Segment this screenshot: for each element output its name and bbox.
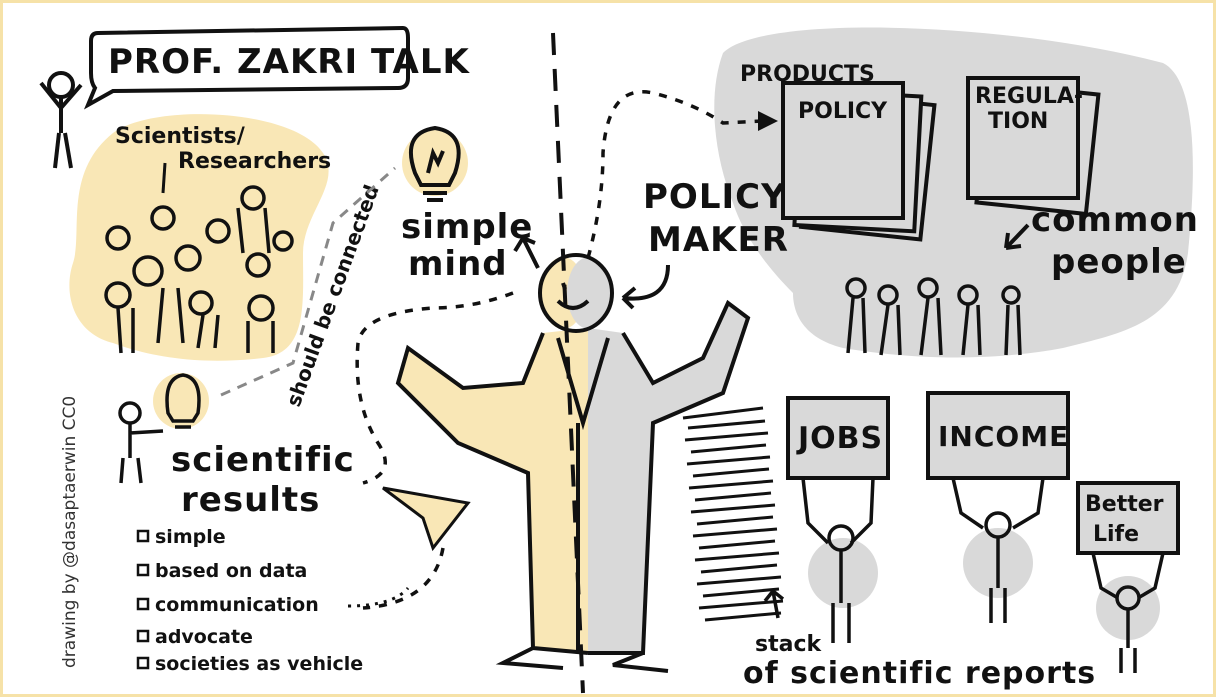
stack-arrow (763, 589, 785, 619)
bullet-item: communication (155, 594, 319, 616)
bullet-marker (136, 563, 150, 577)
jobs-sign-text: JOBS (796, 421, 883, 456)
regulation-doc-line2: TION (988, 109, 1048, 134)
sketchnote-drawing: PROF. ZAKRI TALK Scientists/ Researchers… (39, 25, 1199, 694)
bullet-item: based on data (155, 560, 307, 582)
bullet-list: simple based on data communication advoc… (136, 526, 363, 675)
dotted-trail-plane (355, 291, 514, 485)
sign-holders (801, 477, 1165, 673)
bullet-item: societies as vehicle (155, 653, 363, 675)
stack-label-line2: of scientific reports (743, 656, 1096, 691)
simple-mind-line2: mind (408, 244, 508, 284)
policy-maker-body (395, 299, 751, 673)
better-life-line2: Life (1093, 522, 1139, 547)
jobs-person-glow (808, 538, 878, 608)
presenter-figure (39, 71, 83, 169)
common-people-crowd (845, 277, 1022, 356)
lightbulb-top (409, 125, 461, 202)
title-bubble (83, 25, 410, 110)
common-people-line2: people (1051, 242, 1187, 282)
report-stack (682, 406, 784, 622)
stack-label-line1: stack (755, 632, 822, 657)
scientific-results-line1: scientific (171, 440, 355, 480)
policy-maker-head (513, 236, 614, 333)
man-yellow-half (398, 328, 588, 653)
regulation-document-stack (966, 76, 1101, 217)
common-people-line1: common (1031, 200, 1199, 240)
communication-dotted-link (347, 586, 410, 608)
policy-maker-line1: POLICY (643, 177, 787, 217)
bullet-item: advocate (155, 626, 253, 648)
policy-maker-line2: MAKER (648, 220, 789, 260)
better-life-line1: Better (1085, 492, 1164, 517)
common-people-arrow (1004, 223, 1030, 250)
connection-dashed-arrow (220, 166, 396, 397)
bullet-item: simple (155, 526, 226, 548)
scientists-arrow (161, 162, 167, 194)
title-text: PROF. ZAKRI TALK (108, 42, 470, 82)
jobs-sign-board (786, 396, 890, 480)
scientists-label-line1: Scientists/ (115, 124, 246, 149)
bullet-marker (136, 656, 150, 670)
bullet-marker (136, 597, 150, 611)
paper-plane (382, 486, 471, 552)
dotted-trail-products (586, 90, 764, 259)
bullet-marker (136, 529, 150, 543)
policy-doc-text: POLICY (798, 99, 888, 124)
scientific-results-line2: results (181, 480, 320, 520)
policy-document-stack (781, 81, 937, 242)
head-gray (567, 257, 611, 329)
simple-mind-line1: simple (401, 207, 533, 247)
credit-text: drawing by @dasaptaerwin CC0 (60, 396, 80, 668)
better-life-sign-board (1076, 481, 1180, 555)
policy-maker-arrow (621, 264, 670, 310)
bullet-marker (136, 629, 150, 643)
yellow-cloud-blob (69, 114, 329, 361)
products-arrow-head (758, 111, 778, 131)
scientists-crowd (104, 185, 294, 354)
regulation-doc-line1: REGULA- (975, 84, 1083, 109)
dotted-trail-bottom (362, 547, 445, 610)
income-sign-text: INCOME (938, 420, 1069, 453)
income-sign-board (926, 391, 1070, 480)
scientists-label-line2: Researchers (178, 149, 331, 174)
man-gray-half (588, 303, 748, 653)
scientist-with-bulb (118, 373, 201, 484)
